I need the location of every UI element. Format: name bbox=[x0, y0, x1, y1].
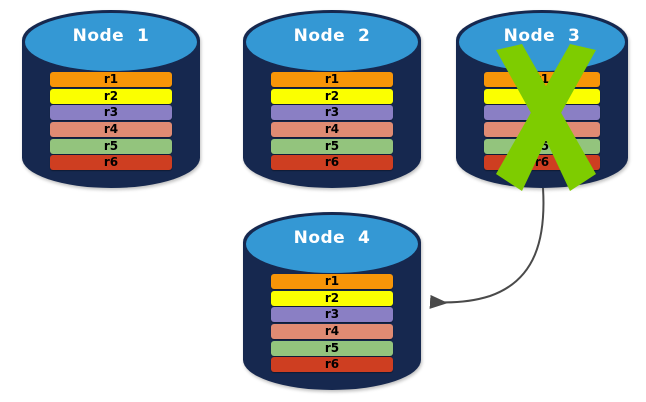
row-r4[interactable]: r4 bbox=[50, 122, 172, 138]
row-r5[interactable]: r5 bbox=[483, 138, 601, 154]
cylinder-top-disc bbox=[245, 12, 419, 72]
row-r6[interactable]: r6 bbox=[271, 155, 393, 171]
row-r1[interactable]: r1 bbox=[50, 72, 172, 88]
node-2-rows: r1 r2 r3 r4 r5 r6 bbox=[271, 72, 393, 171]
node-1-title: Node 1 bbox=[72, 26, 150, 47]
row-r4[interactable]: r4 bbox=[271, 324, 393, 340]
row-r4[interactable]: r4 bbox=[483, 122, 601, 138]
row-r1[interactable]: r1 bbox=[271, 72, 393, 88]
node-3-rows: r1 r2 r3 r4 r5 r6 bbox=[483, 72, 601, 171]
node-4-title: Node 4 bbox=[293, 228, 371, 249]
row-r2[interactable]: r2 bbox=[50, 88, 172, 104]
node-4-rows: r1 r2 r3 r4 r5 r6 bbox=[271, 274, 393, 373]
row-r3[interactable]: r3 bbox=[271, 307, 393, 323]
row-r6[interactable]: r6 bbox=[483, 155, 601, 171]
row-r3[interactable]: r3 bbox=[271, 105, 393, 121]
row-r5[interactable]: r5 bbox=[50, 138, 172, 154]
node-2[interactable]: Node 2 r1 r2 r3 r4 r5 r6 bbox=[243, 10, 421, 188]
migration-arrow-path bbox=[429, 187, 545, 309]
cylinder-top-disc bbox=[245, 214, 419, 274]
node-3-title: Node 3 bbox=[503, 26, 581, 47]
row-r4[interactable]: r4 bbox=[271, 122, 393, 138]
row-r6[interactable]: r6 bbox=[50, 155, 172, 171]
cylinder-top-disc bbox=[24, 12, 198, 72]
node-1[interactable]: Node 1 r1 r2 r3 r4 r5 r6 bbox=[22, 10, 200, 188]
row-r2[interactable]: r2 bbox=[271, 88, 393, 104]
row-r3[interactable]: r3 bbox=[50, 105, 172, 121]
row-r5[interactable]: r5 bbox=[271, 138, 393, 154]
row-r2[interactable]: r2 bbox=[483, 88, 601, 104]
row-r1[interactable]: r1 bbox=[483, 72, 601, 88]
row-r3[interactable]: r3 bbox=[483, 105, 601, 121]
row-r6[interactable]: r6 bbox=[271, 357, 393, 373]
node-4[interactable]: Node 4 r1 r2 r3 r4 r5 r6 bbox=[243, 212, 421, 390]
row-r2[interactable]: r2 bbox=[271, 290, 393, 306]
row-r1[interactable]: r1 bbox=[271, 274, 393, 290]
row-r5[interactable]: r5 bbox=[271, 340, 393, 356]
node-1-rows: r1 r2 r3 r4 r5 r6 bbox=[50, 72, 172, 171]
node-2-title: Node 2 bbox=[293, 26, 371, 47]
node-3[interactable]: Node 3 r1 r2 r3 r4 r5 r6 bbox=[456, 10, 628, 188]
